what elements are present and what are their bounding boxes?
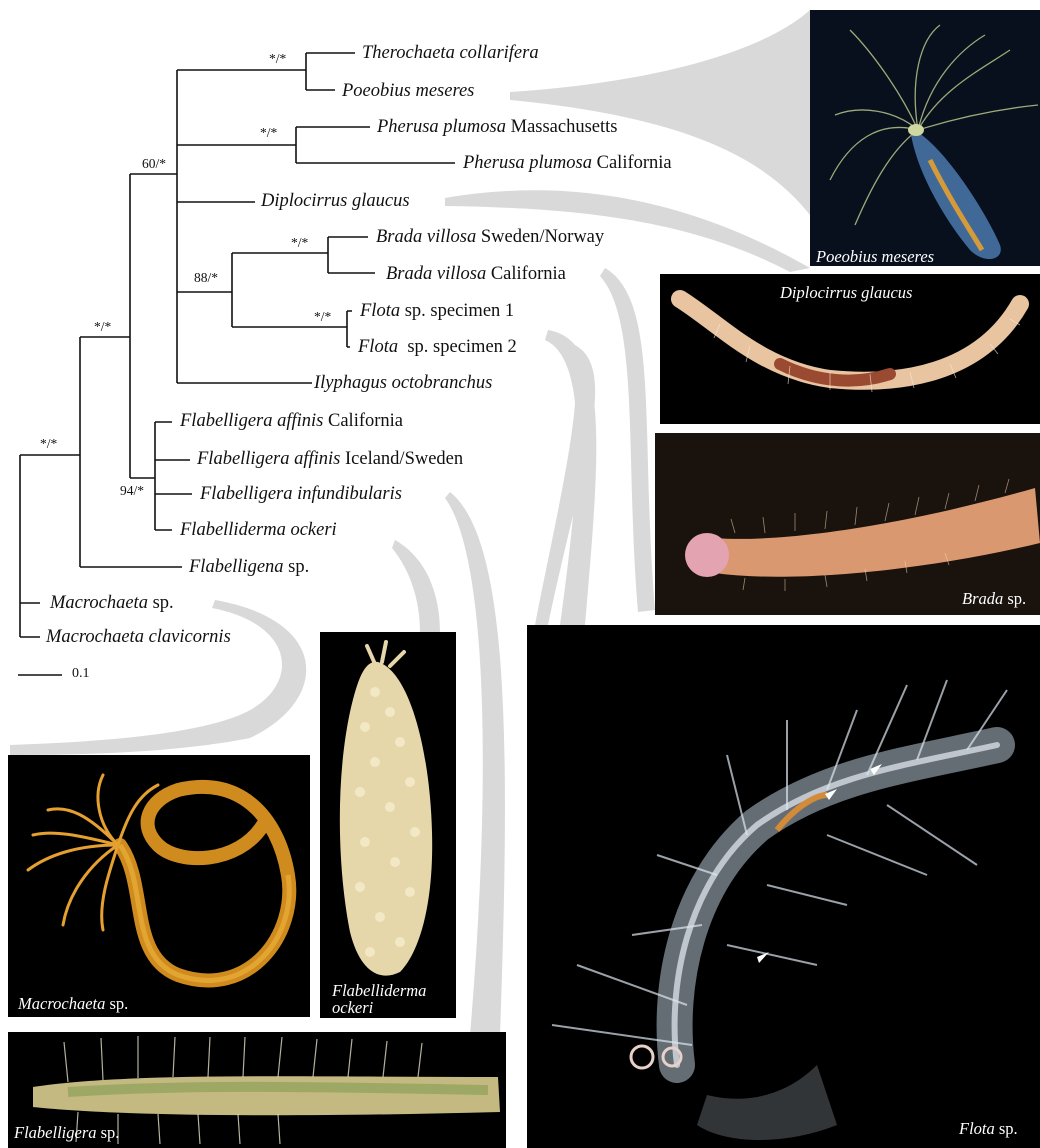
taxon-label: Ilyphagus octobranchus <box>314 374 492 393</box>
photo-caption: Poeobius meseres <box>816 248 934 265</box>
taxon-name: Flota <box>360 301 400 321</box>
flabelliderma-illustration <box>320 632 456 1018</box>
support-value: */* <box>94 320 111 334</box>
caption-text: Flota <box>959 1119 995 1138</box>
photo-flabelliderma: Flabelliderma ockeri <box>320 632 456 1018</box>
taxon-label: Flabelligena sp. <box>189 558 309 577</box>
taxon-label: Flabelligera affinis Iceland/Sweden <box>197 450 463 469</box>
caption-text: Brada <box>962 589 1003 608</box>
taxon-label: Pherusa plumosa Massachusetts <box>377 118 618 137</box>
taxon-label: Flabelligera infundibularis <box>200 485 402 504</box>
photo-caption: Brada sp. <box>962 590 1026 607</box>
caption-text: Macrochaeta <box>18 994 105 1013</box>
photo-diplocirrus: Diplocirrus glaucus <box>660 274 1040 424</box>
photo-poeobius: Poeobius meseres <box>810 10 1040 266</box>
photo-flabelligera: Flabelligera sp. <box>8 1032 506 1148</box>
taxon-name: Flabelligera affinis <box>180 411 323 431</box>
photo-caption: Macrochaeta sp. <box>18 995 128 1012</box>
support-value: */* <box>40 437 57 451</box>
taxon-name: Macrochaeta clavicornis <box>46 627 231 647</box>
support-value: */* <box>260 126 277 140</box>
branch-ingroup <box>80 337 182 567</box>
taxon-label: Flota sp. specimen 1 <box>360 302 514 321</box>
taxon-label: Flabelligera affinis California <box>180 412 403 431</box>
taxon-label: Therochaeta collarifera <box>362 44 539 63</box>
support-value: */* <box>269 52 286 66</box>
support-value: */* <box>291 236 308 250</box>
taxon-name: Diplocirrus glaucus <box>261 191 410 211</box>
taxon-locality: sp. specimen 1 <box>400 301 514 321</box>
branch-core-clade <box>177 70 312 383</box>
branch-brada <box>328 237 375 273</box>
branch-flota <box>347 311 352 347</box>
photo-caption: Diplocirrus glaucus <box>780 284 912 301</box>
caption-text: Poeobius meseres <box>816 247 934 266</box>
taxon-locality: sp. specimen 2 <box>398 337 517 357</box>
taxon-name: Flabelligera affinis <box>197 449 340 469</box>
taxon-locality: Iceland/Sweden <box>340 449 463 469</box>
taxon-label: Flota sp. specimen 2 <box>358 338 517 357</box>
macrochaeta-illustration <box>8 755 310 1017</box>
photo-caption: Flabelliderma ockeri <box>332 982 452 1017</box>
poeobius-illustration <box>810 10 1040 266</box>
caption-text: sp. <box>995 1119 1018 1138</box>
taxon-name: Therochaeta collarifera <box>362 43 539 63</box>
taxon-locality: sp. <box>284 557 310 577</box>
taxon-locality: California <box>486 264 566 284</box>
taxon-locality: Massachusetts <box>506 117 618 137</box>
support-value: 60/* <box>142 157 166 171</box>
taxon-name: Pherusa plumosa <box>463 153 592 173</box>
taxon-label: Brada villosa California <box>386 265 566 284</box>
caption-text: Diplocirrus glaucus <box>780 283 912 302</box>
taxon-name: Flabelligera infundibularis <box>200 484 402 504</box>
support-value: 88/* <box>194 271 218 285</box>
taxon-label: Pherusa plumosa California <box>463 154 672 173</box>
support-value: 94/* <box>120 484 144 498</box>
caption-text: sp. <box>96 1123 119 1142</box>
taxon-label: Poeobius meseres <box>342 82 474 101</box>
taxon-label: Flabelliderma ockeri <box>180 521 337 540</box>
taxon-locality: sp. <box>148 593 174 613</box>
taxon-name: Brada villosa <box>376 227 476 247</box>
taxon-name: Flabelliderma ockeri <box>180 520 337 540</box>
taxon-label: Macrochaeta sp. <box>50 594 174 613</box>
caption-text: sp. <box>105 994 128 1013</box>
taxon-label: Diplocirrus glaucus <box>261 192 410 211</box>
scale-bar-label: 0.1 <box>72 667 90 681</box>
photo-caption: Flabelligera sp. <box>14 1124 119 1141</box>
support-value: */* <box>314 310 331 324</box>
photo-brada: Brada sp. <box>655 433 1040 615</box>
taxon-label: Macrochaeta clavicornis <box>46 628 231 647</box>
taxon-locality: Sweden/Norway <box>476 227 604 247</box>
brada-illustration <box>655 433 1040 615</box>
photo-macrochaeta: Macrochaeta sp. <box>8 755 310 1017</box>
taxon-name: Ilyphagus octobranchus <box>314 373 492 393</box>
taxon-name: Pherusa plumosa <box>377 117 506 137</box>
photo-flota: Flota sp. <box>527 625 1040 1148</box>
taxon-name: Poeobius meseres <box>342 81 474 101</box>
branch-flabelligera-clade <box>155 422 192 530</box>
taxon-name: Flabelligena <box>189 557 284 577</box>
taxon-locality: California <box>592 153 672 173</box>
caption-text: Flabelliderma ockeri <box>332 981 426 1017</box>
flota-illustration <box>527 625 1040 1148</box>
taxon-name: Macrochaeta <box>50 593 148 613</box>
taxon-name: Flota <box>358 337 398 357</box>
photo-caption: Flota sp. <box>959 1120 1018 1137</box>
caption-text: sp. <box>1003 589 1026 608</box>
taxon-name: Brada villosa <box>386 264 486 284</box>
caption-text: Flabelligera <box>14 1123 96 1142</box>
taxon-locality: California <box>323 411 403 431</box>
branch-major <box>130 174 177 478</box>
taxon-label: Brada villosa Sweden/Norway <box>376 228 604 247</box>
